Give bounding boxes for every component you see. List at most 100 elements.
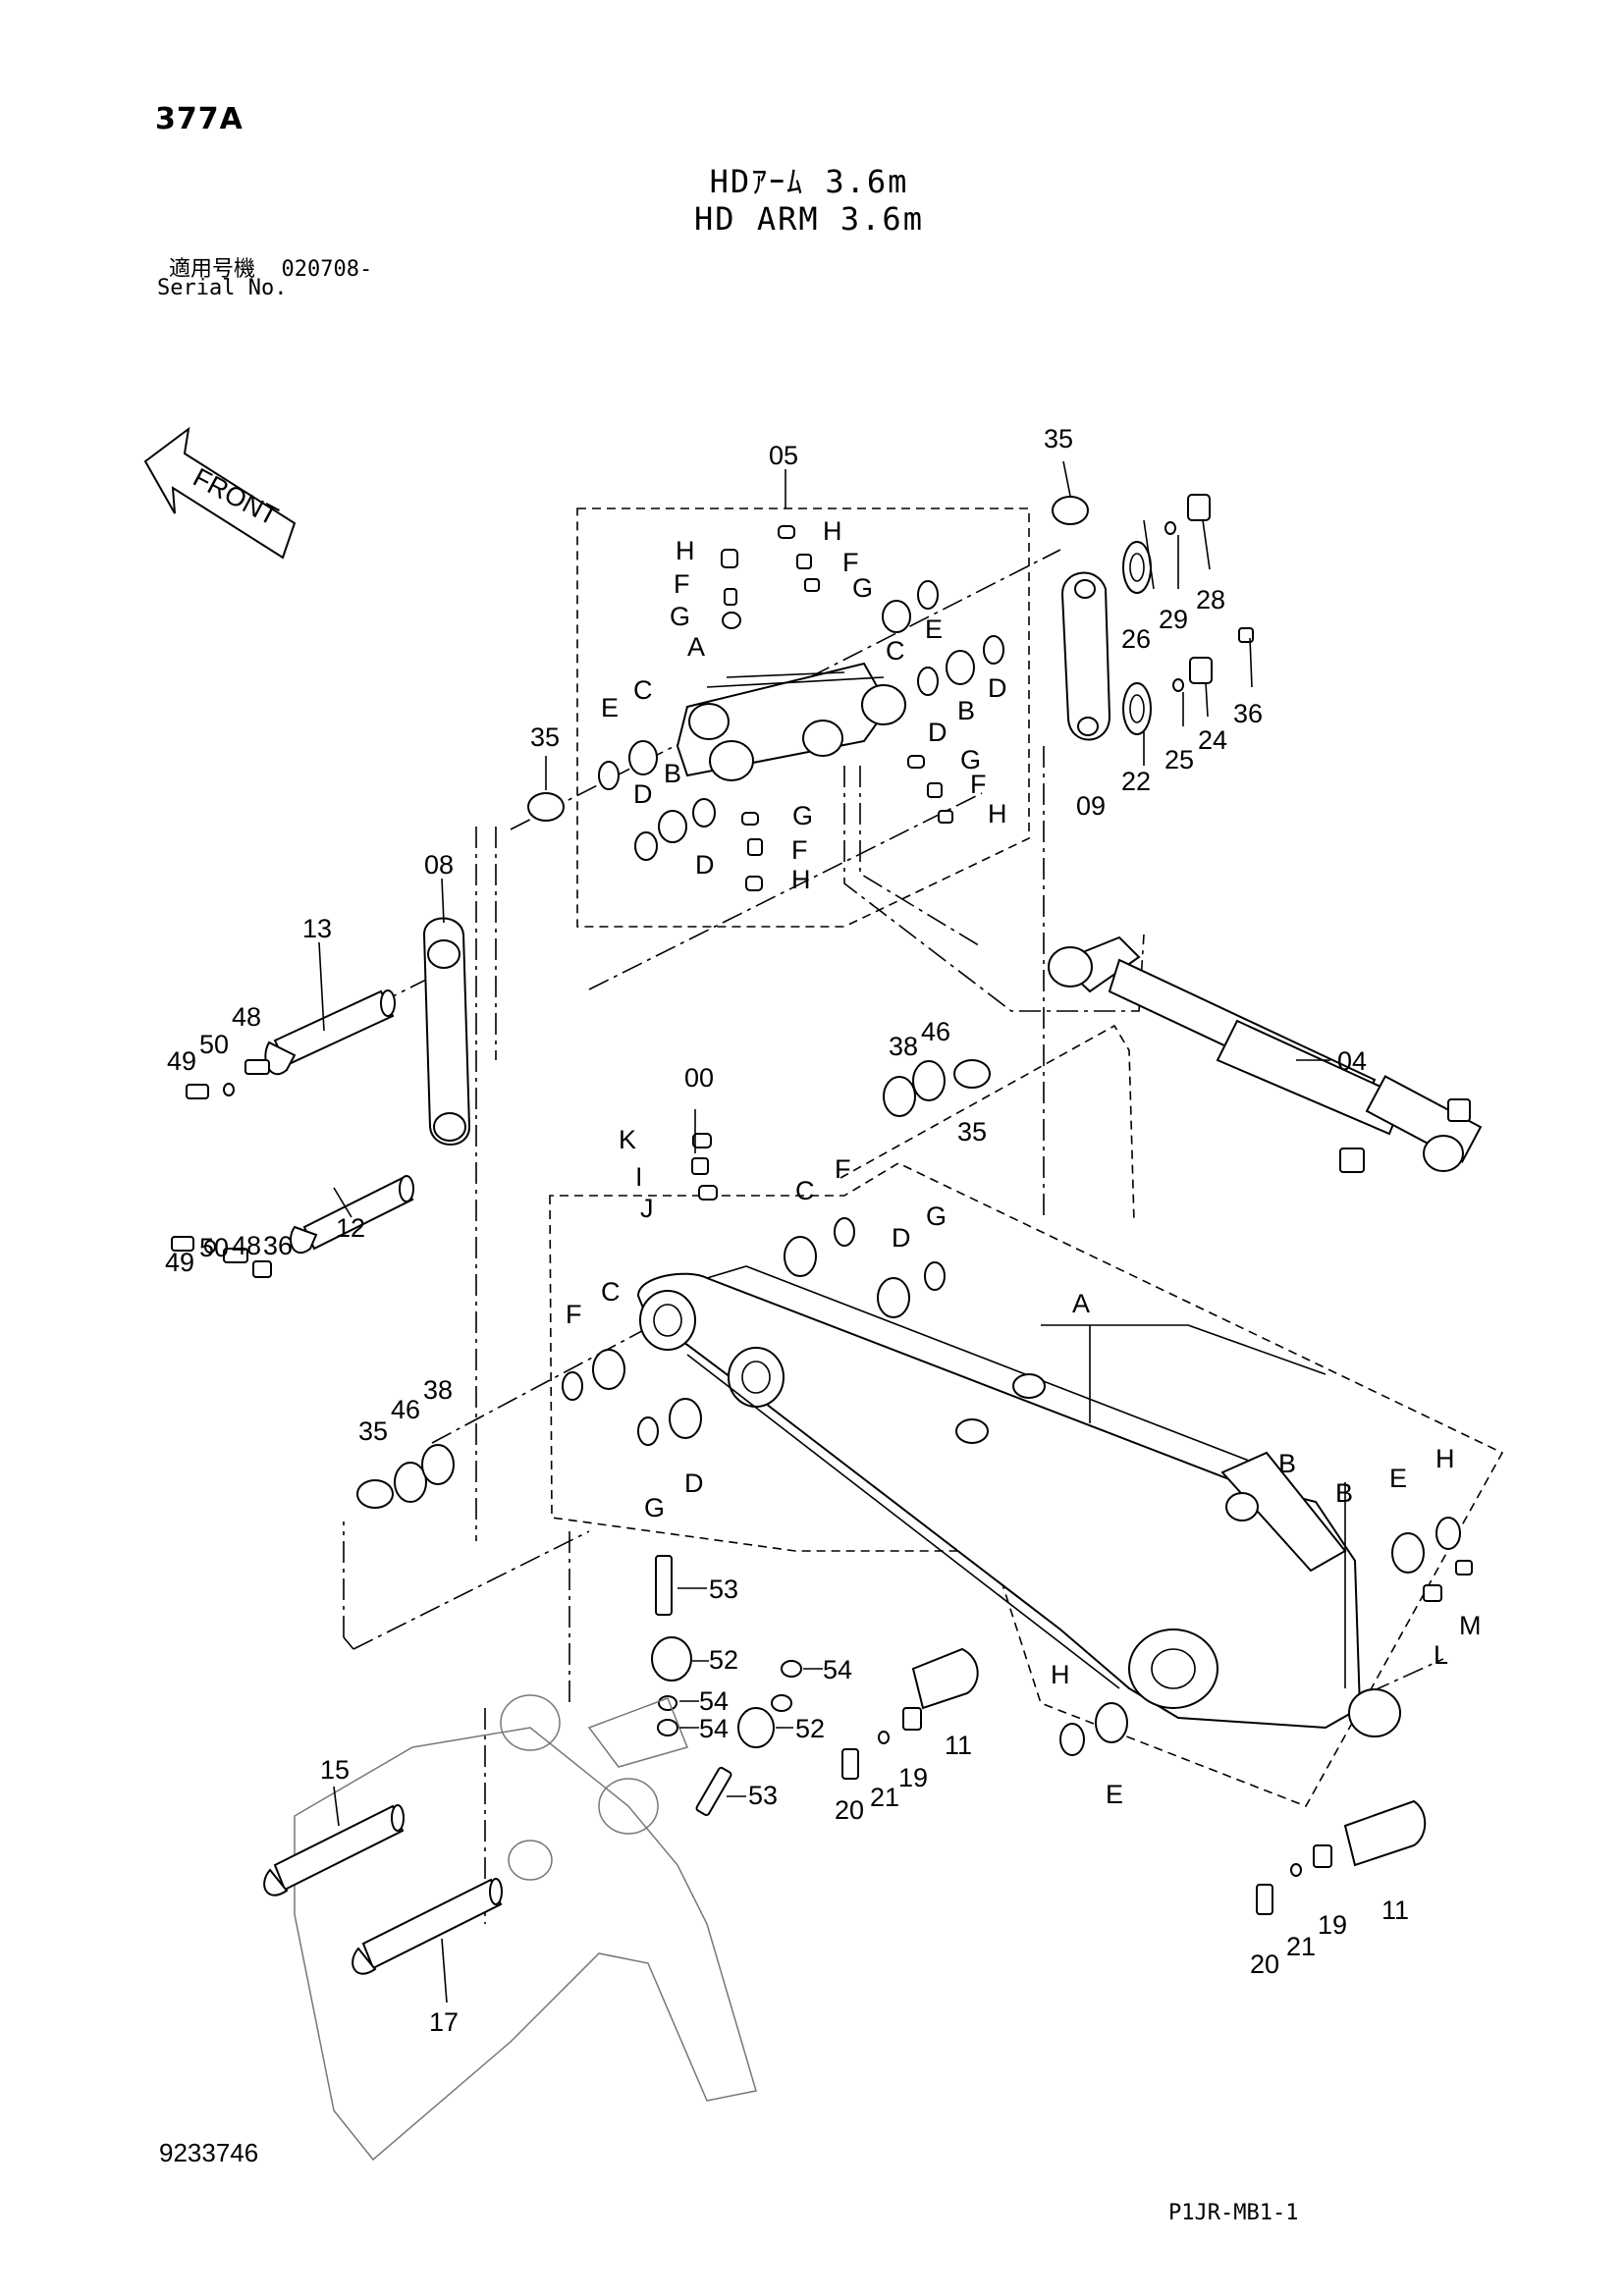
svg-text:H: H — [1051, 1660, 1070, 1689]
svg-text:G: G — [792, 801, 813, 830]
callout: 21 — [1286, 1932, 1316, 1961]
svg-text:H: H — [823, 516, 842, 546]
bearings-and-bolts-right — [1122, 494, 1254, 735]
assembly-boundaries — [549, 507, 1504, 1807]
callout: 19 — [898, 1763, 928, 1792]
callout: 54 — [823, 1655, 852, 1684]
svg-text:G: G — [960, 745, 981, 774]
svg-text:F: F — [566, 1300, 582, 1329]
svg-text:C: C — [795, 1176, 815, 1205]
callout: 15 — [320, 1755, 350, 1785]
svg-text:C: C — [601, 1277, 621, 1307]
svg-text:F: F — [970, 770, 987, 799]
svg-text:K: K — [619, 1125, 636, 1154]
callout: 49 — [167, 1046, 196, 1076]
callout: 12 — [336, 1213, 365, 1243]
callout: 24 — [1198, 725, 1227, 755]
serial-label-en: Serial No. — [157, 276, 288, 300]
callout: 08 — [424, 850, 454, 880]
svg-text:E: E — [925, 614, 943, 644]
callout: 54 — [699, 1714, 729, 1743]
svg-text:B: B — [957, 696, 975, 725]
svg-text:D: D — [684, 1468, 704, 1498]
svg-text:F: F — [835, 1154, 851, 1184]
callout: 20 — [1250, 1949, 1279, 1979]
callout: 04 — [1337, 1046, 1367, 1076]
svg-text:A: A — [687, 632, 705, 662]
callout: 36 — [263, 1231, 293, 1260]
svg-text:H: H — [791, 865, 811, 894]
svg-text:D: D — [988, 673, 1007, 703]
callout: 21 — [870, 1783, 899, 1812]
svg-text:F: F — [842, 548, 859, 577]
svg-text:B: B — [664, 759, 681, 788]
leader-lines — [318, 460, 1346, 2003]
link-bushings — [598, 525, 1004, 891]
callout: 29 — [1159, 605, 1188, 634]
svg-text:G: G — [852, 573, 873, 603]
callout-numbers: 05 35 35 08 09 13 48 49 50 12 48 49 50 3… — [165, 424, 1409, 2037]
arm-body-00 — [636, 1265, 1401, 1737]
svg-text:F: F — [674, 569, 690, 599]
callout: 05 — [769, 441, 798, 470]
callout: 28 — [1196, 585, 1225, 614]
callout: 38 — [889, 1032, 918, 1061]
bucket-pins — [263, 1804, 503, 1975]
letter-references: H F G A H F G C E D B D E C B D D G F H … — [566, 516, 1482, 1809]
callout: 35 — [1044, 424, 1073, 454]
svg-text:D: D — [928, 718, 947, 747]
callout: 22 — [1121, 767, 1151, 796]
callout: 50 — [199, 1233, 229, 1262]
callout: 26 — [1121, 624, 1151, 654]
svg-text:E: E — [601, 693, 619, 722]
arm-cylinder-04 — [1048, 935, 1483, 1173]
svg-text:B: B — [1335, 1478, 1353, 1508]
svg-text:D: D — [633, 779, 653, 809]
svg-text:H: H — [676, 536, 695, 565]
callout: 11 — [1381, 1896, 1409, 1925]
callout: 35 — [957, 1117, 987, 1147]
arm-bushings — [394, 1060, 1473, 1756]
callout: 38 — [423, 1375, 453, 1405]
callout: 00 — [684, 1063, 714, 1093]
document-number: 9233746 — [159, 2138, 259, 2167]
svg-text:D: D — [892, 1223, 911, 1253]
link-09 — [1060, 571, 1111, 741]
svg-text:F: F — [791, 835, 808, 865]
svg-text:A: A — [1072, 1289, 1090, 1318]
page-code: 377A — [155, 102, 244, 136]
callout: 36 — [1233, 699, 1263, 728]
svg-text:E: E — [1389, 1464, 1407, 1493]
callout: 48 — [232, 1231, 261, 1260]
callout: 48 — [232, 1002, 261, 1032]
svg-text:E: E — [1106, 1780, 1123, 1809]
svg-text:I: I — [635, 1162, 643, 1192]
pins-and-link-left — [171, 917, 471, 1278]
callout: 20 — [835, 1795, 864, 1825]
callout: 11 — [945, 1731, 972, 1760]
svg-text:C: C — [886, 636, 905, 666]
callout: 35 — [530, 722, 560, 752]
svg-text:H: H — [988, 799, 1007, 828]
callout: 09 — [1076, 791, 1106, 821]
front-direction-arrow: FRONT — [143, 426, 297, 560]
link-assembly-05 — [676, 662, 906, 781]
svg-text:G: G — [644, 1493, 665, 1522]
callout: 13 — [302, 914, 332, 943]
svg-text:J: J — [640, 1194, 654, 1223]
serial-value: 020708- — [281, 257, 373, 282]
bucket-outline — [294, 1694, 757, 2162]
callout: 53 — [709, 1575, 738, 1604]
svg-text:H: H — [1435, 1444, 1455, 1473]
callout: 46 — [921, 1017, 950, 1046]
callout: 52 — [795, 1714, 825, 1743]
serial-line: 適用号機 020708- — [169, 251, 372, 283]
title-english: HD ARM 3.6m — [694, 200, 924, 238]
callout: 25 — [1164, 745, 1194, 774]
svg-text:B: B — [1278, 1449, 1296, 1478]
callout: 17 — [429, 2007, 459, 2037]
callout: 19 — [1318, 1910, 1347, 1940]
fasteners-center — [651, 1555, 1427, 1915]
serial-label-jp: 適用号機 — [169, 257, 256, 282]
